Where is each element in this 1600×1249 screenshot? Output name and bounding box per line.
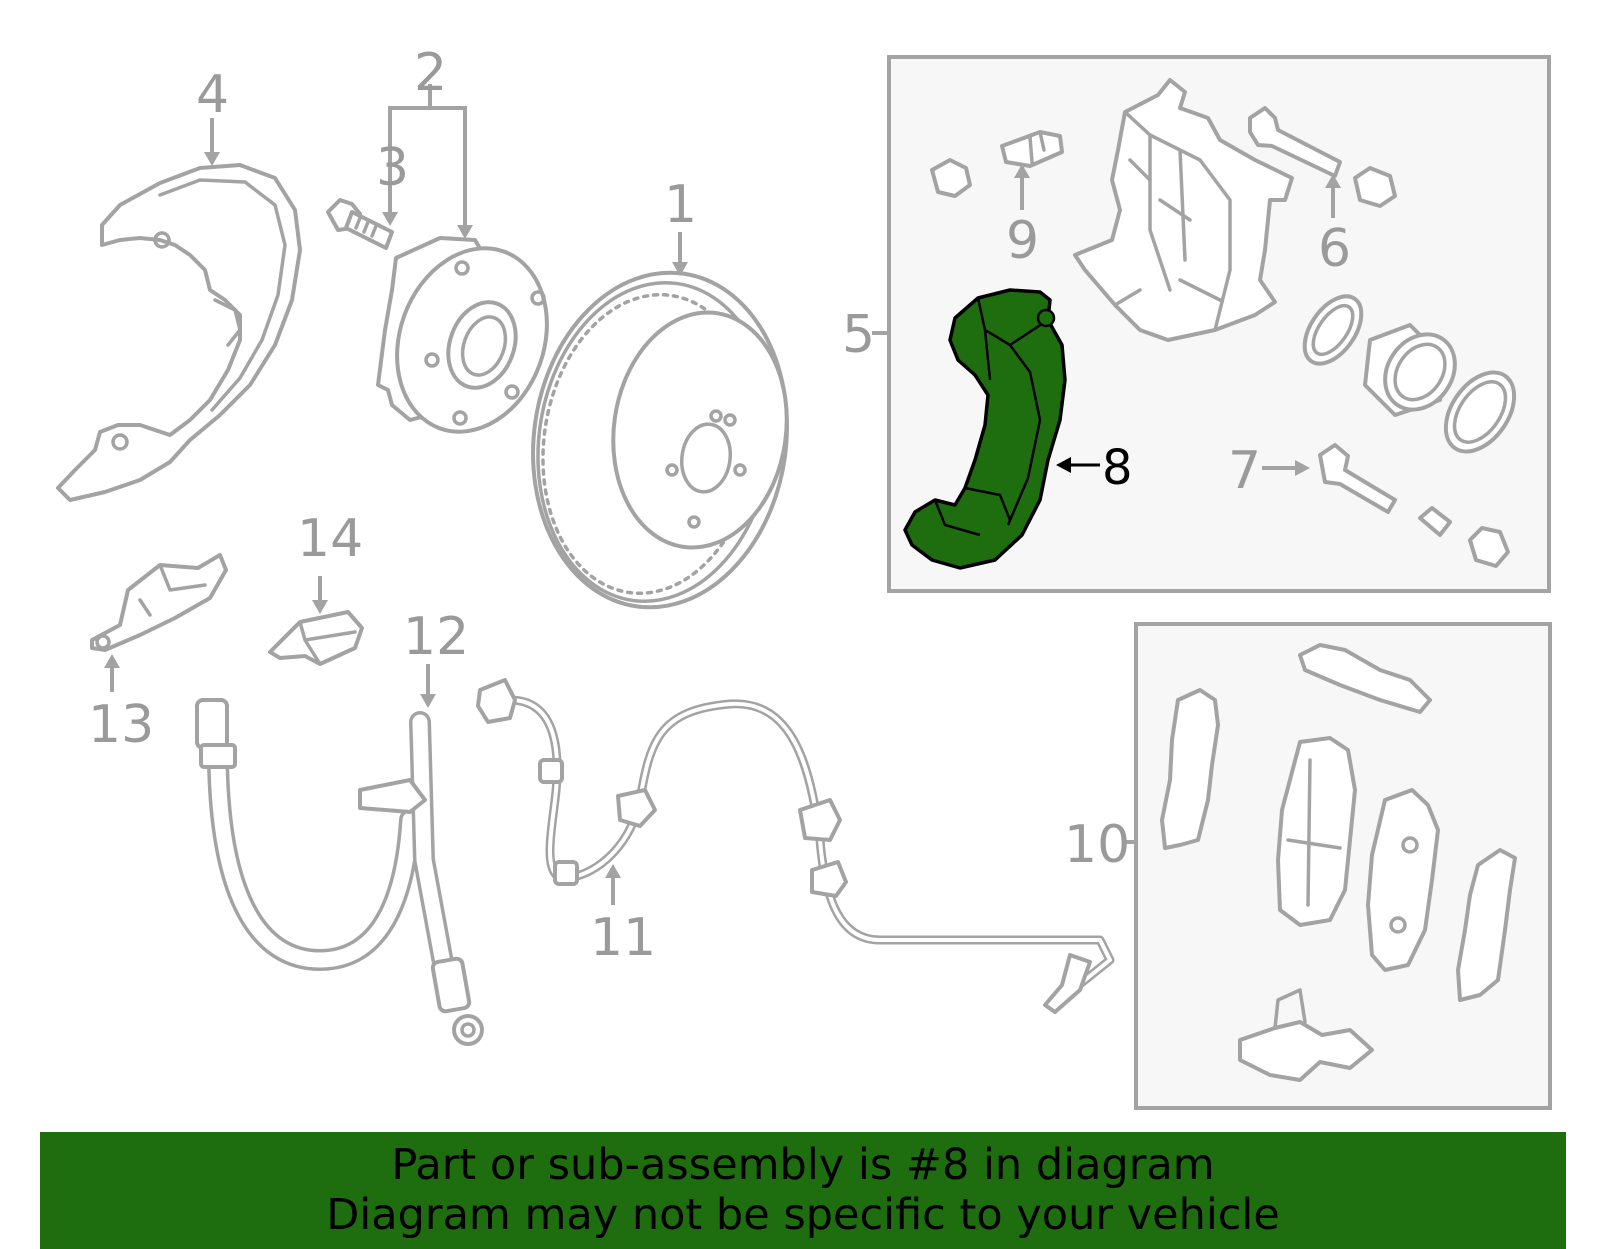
brake-pad-set[interactable] <box>1160 643 1517 1082</box>
label-2: 2 <box>414 43 447 103</box>
dust-shield[interactable] <box>56 163 302 502</box>
caliper-bracket-highlighted[interactable] <box>903 288 1067 570</box>
part-labels: 4 2 3 1 5 9 6 7 8 14 13 12 11 10 <box>88 43 1351 968</box>
wheel-speed-sensor[interactable] <box>476 678 1115 1014</box>
label-14: 14 <box>297 509 363 569</box>
brake-rotor[interactable] <box>512 256 808 624</box>
label-9: 9 <box>1006 211 1039 271</box>
banner-line-2: Diagram may not be specific to your vehi… <box>326 1190 1280 1240</box>
clip-bracket[interactable] <box>268 610 364 666</box>
caliper-body[interactable] <box>1073 78 1294 342</box>
label-8: 8 <box>1102 440 1133 496</box>
caliper-bleeder[interactable] <box>930 130 1064 198</box>
label-4: 4 <box>196 65 229 125</box>
caliper-piston[interactable] <box>1293 286 1528 464</box>
label-3: 3 <box>376 138 409 198</box>
banner-line-1: Part or sub-assembly is #8 in diagram <box>391 1140 1215 1190</box>
label-6: 6 <box>1318 219 1351 279</box>
label-5: 5 <box>842 305 875 365</box>
label-1: 1 <box>664 175 697 235</box>
label-10: 10 <box>1064 815 1130 875</box>
label-13: 13 <box>88 695 154 755</box>
guide-pin-lower[interactable] <box>1318 443 1510 568</box>
label-11: 11 <box>590 908 656 968</box>
brake-hose[interactable] <box>195 698 484 1046</box>
label-12: 12 <box>403 607 469 667</box>
hub-bearing[interactable] <box>372 227 572 453</box>
hub-bolt[interactable] <box>326 198 394 250</box>
leader-arrows <box>104 84 1341 905</box>
hose-bracket[interactable] <box>90 553 228 652</box>
label-7: 7 <box>1228 441 1261 501</box>
info-banner: Part or sub-assembly is #8 in diagram Di… <box>40 1132 1566 1249</box>
guide-pin-upper[interactable] <box>1248 106 1397 208</box>
